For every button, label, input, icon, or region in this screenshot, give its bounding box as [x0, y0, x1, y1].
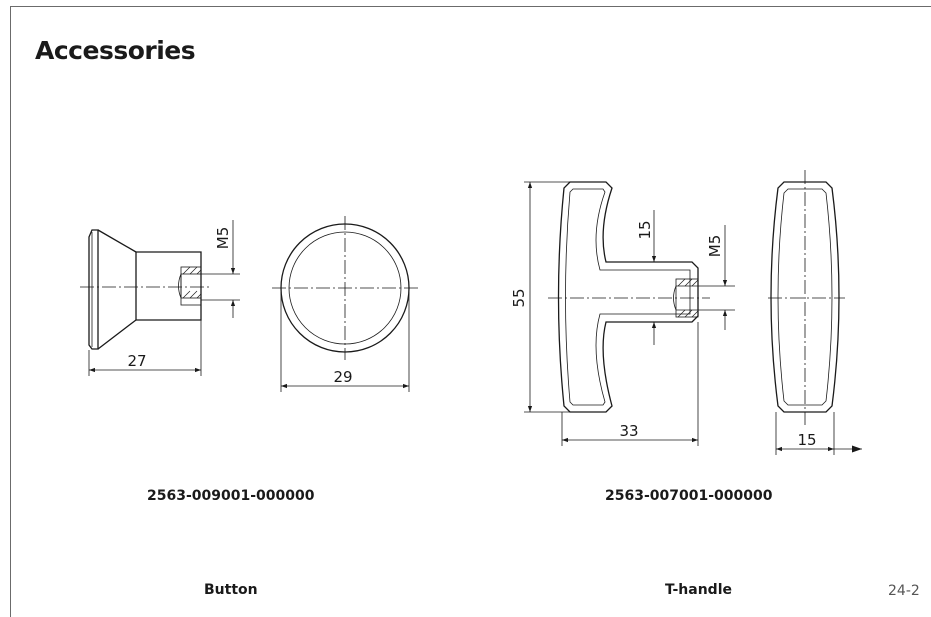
button-item-name: Button — [204, 582, 258, 598]
thandle-dim-55: 55 — [510, 288, 528, 307]
button-dim-29: 29 — [333, 368, 352, 386]
page-number: 24-2 — [888, 583, 920, 599]
thandle-dim-m5: M5 — [706, 235, 724, 258]
button-side-view — [80, 220, 240, 376]
button-front-view — [272, 216, 418, 392]
button-dim-27: 27 — [127, 352, 146, 370]
thandle-item-name: T-handle — [665, 582, 732, 598]
page-title: Accessories — [35, 36, 196, 65]
thandle-end-view — [768, 170, 862, 455]
frame-top-border — [10, 6, 931, 7]
thandle-dim-15-depth: 15 — [797, 431, 816, 449]
frame-left-border — [10, 6, 11, 617]
button-part-number: 2563-009001-000000 — [147, 488, 315, 504]
thandle-side-view — [524, 181, 735, 446]
button-hole-hatch — [178, 266, 202, 306]
thandle-part-number: 2563-007001-000000 — [605, 488, 773, 504]
thandle-dim-15-stem: 15 — [636, 220, 654, 239]
button-dim-m5: M5 — [214, 227, 232, 250]
thandle-dim-33: 33 — [619, 422, 638, 440]
